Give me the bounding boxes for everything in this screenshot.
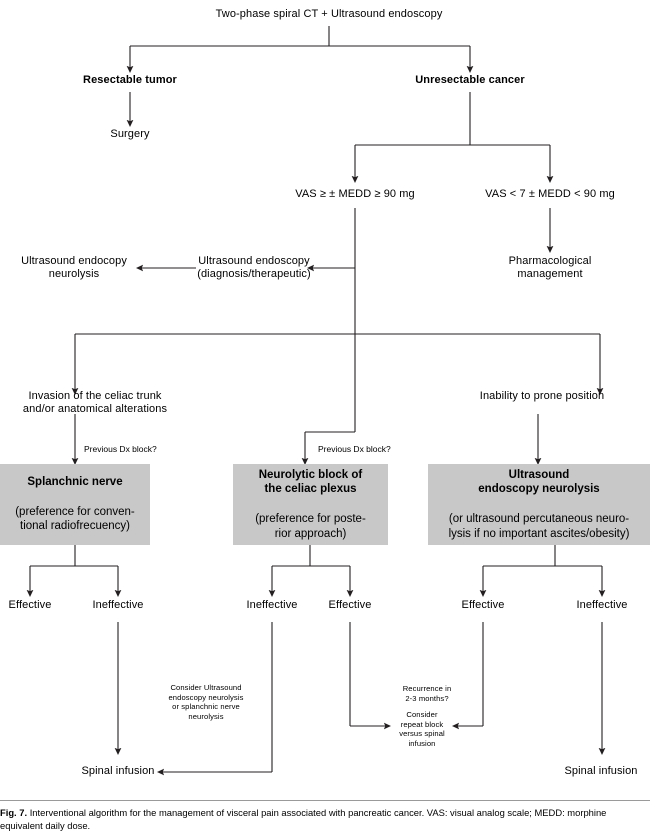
box-splanchnic-nerve-title: Splanchnic nerve <box>27 476 123 489</box>
node-vas-low: VAS < 7 ± MEDD < 90 mg <box>485 188 615 200</box>
figure-caption-text: Interventional algorithm for the managem… <box>0 807 607 831</box>
node-ultrasound-endoscopy-diagnostic: Ultrasound endoscopy (diagnosis/therapeu… <box>197 255 311 281</box>
node-unresectable-cancer: Unresectable cancer <box>415 74 525 86</box>
node-vas-high: VAS ≥ ± MEDD ≥ 90 mg <box>295 188 415 200</box>
node-root: Two-phase spiral CT + Ultrasound endosco… <box>215 8 443 20</box>
box-ultrasound-endoscopy-neurolysis-title: Ultrasound endoscopy neurolysis <box>478 468 600 496</box>
figure-caption: Fig. 7. Interventional algorithm for the… <box>0 807 650 833</box>
box-ultrasound-endoscopy-neurolysis-sub: (or ultrasound percutaneous neuro- lysis… <box>448 512 630 540</box>
outcome-splanchnic-ineffective: Ineffective <box>92 599 144 611</box>
box-splanchnic-nerve[interactable]: Splanchnic nerve (preference for conven-… <box>0 464 150 545</box>
box-neurolytic-block-sub: (preference for poste- rior approach) <box>255 512 366 540</box>
note-recurrence-2-3-months: Recurrence in 2-3 months? <box>402 684 452 703</box>
outcome-neurolytic-effective: Effective <box>328 599 372 611</box>
outcome-ultrasound-ineffective: Ineffective <box>576 599 628 611</box>
outcome-ultrasound-effective: Effective <box>461 599 505 611</box>
box-neurolytic-block-title: Neurolytic block of the celiac plexus <box>258 468 363 496</box>
label-previous-dx-block-middle: Previous Dx block? <box>318 444 391 454</box>
box-ultrasound-endoscopy-neurolysis[interactable]: Ultrasound endoscopy neurolysis (or ultr… <box>428 464 650 545</box>
note-consider-ultrasound-neurolysis: Consider Ultrasound endoscopy neurolysis… <box>168 683 244 722</box>
outcome-splanchnic-effective: Effective <box>8 599 52 611</box>
node-ultrasound-endoscopy-neurolysis: Ultrasound endocopy neurolysis <box>21 255 127 281</box>
box-neurolytic-block[interactable]: Neurolytic block of the celiac plexus (p… <box>233 464 388 545</box>
note-consider-repeat-block: Consider repeat block versus spinal infu… <box>399 710 445 749</box>
figure-number: Fig. 7. <box>0 807 28 818</box>
node-spinal-infusion-left: Spinal infusion <box>81 765 155 777</box>
node-spinal-infusion-right: Spinal infusion <box>564 765 638 777</box>
node-pharmacological-management: Pharmacological management <box>508 255 592 281</box>
label-previous-dx-block-left: Previous Dx block? <box>84 444 157 454</box>
node-inability-prone-position: Inability to prone position <box>479 390 605 402</box>
node-invasion-celiac-trunk: Invasion of the celiac trunk and/or anat… <box>22 390 168 416</box>
caption-divider <box>0 800 650 801</box>
node-resectable-tumor: Resectable tumor <box>83 74 177 86</box>
box-splanchnic-nerve-sub: (preference for conven- tional radiofrec… <box>15 505 135 533</box>
outcome-neurolytic-ineffective: Ineffective <box>246 599 298 611</box>
node-surgery: Surgery <box>110 128 150 140</box>
